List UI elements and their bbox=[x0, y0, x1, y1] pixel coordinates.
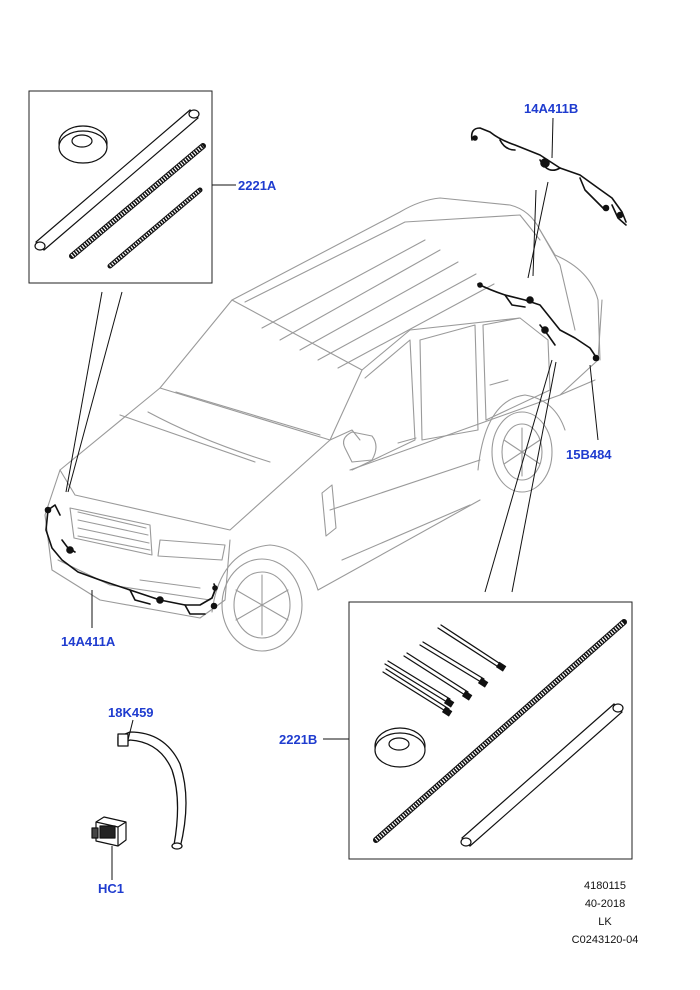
conduit-2221b bbox=[373, 619, 627, 843]
reference-line-2: 40-2018 bbox=[584, 898, 626, 910]
harness-15b484-drawing bbox=[477, 282, 600, 362]
reference-line-1: 4180115 bbox=[583, 880, 626, 892]
callout-hc1[interactable]: HC1 bbox=[98, 881, 125, 896]
kit-2221a-box bbox=[28, 90, 213, 284]
cable-ties bbox=[382, 624, 507, 717]
tube-2221b bbox=[460, 703, 624, 847]
hose-18k459-drawing bbox=[117, 731, 187, 850]
connector-hc1-drawing bbox=[91, 816, 127, 847]
callout-14a411b[interactable]: 14A411B bbox=[524, 101, 579, 116]
leader-lines bbox=[65, 117, 599, 880]
callout-2221b[interactable]: 2221B bbox=[279, 732, 318, 747]
callout-15b484[interactable]: 15B484 bbox=[566, 447, 612, 462]
grommet-2221b bbox=[374, 727, 426, 768]
tube-2221a bbox=[34, 109, 200, 251]
conduit-2221a-small bbox=[107, 187, 203, 269]
vehicle-outline bbox=[44, 197, 603, 652]
callout-14a411a[interactable]: 14A411A bbox=[61, 634, 116, 649]
reference-line-4: C0243120-04 bbox=[571, 934, 639, 946]
harness-14a411b-drawing bbox=[470, 127, 627, 226]
reference-line-3: LK bbox=[598, 916, 612, 928]
callout-2221a[interactable]: 2221A bbox=[238, 178, 277, 193]
harness-14a411a-drawing bbox=[44, 504, 218, 615]
callout-18k459[interactable]: 18K459 bbox=[108, 705, 154, 720]
conduit-2221a-large bbox=[69, 143, 206, 259]
grommet-2221a bbox=[58, 125, 108, 164]
kit-2221b-box bbox=[348, 601, 633, 860]
